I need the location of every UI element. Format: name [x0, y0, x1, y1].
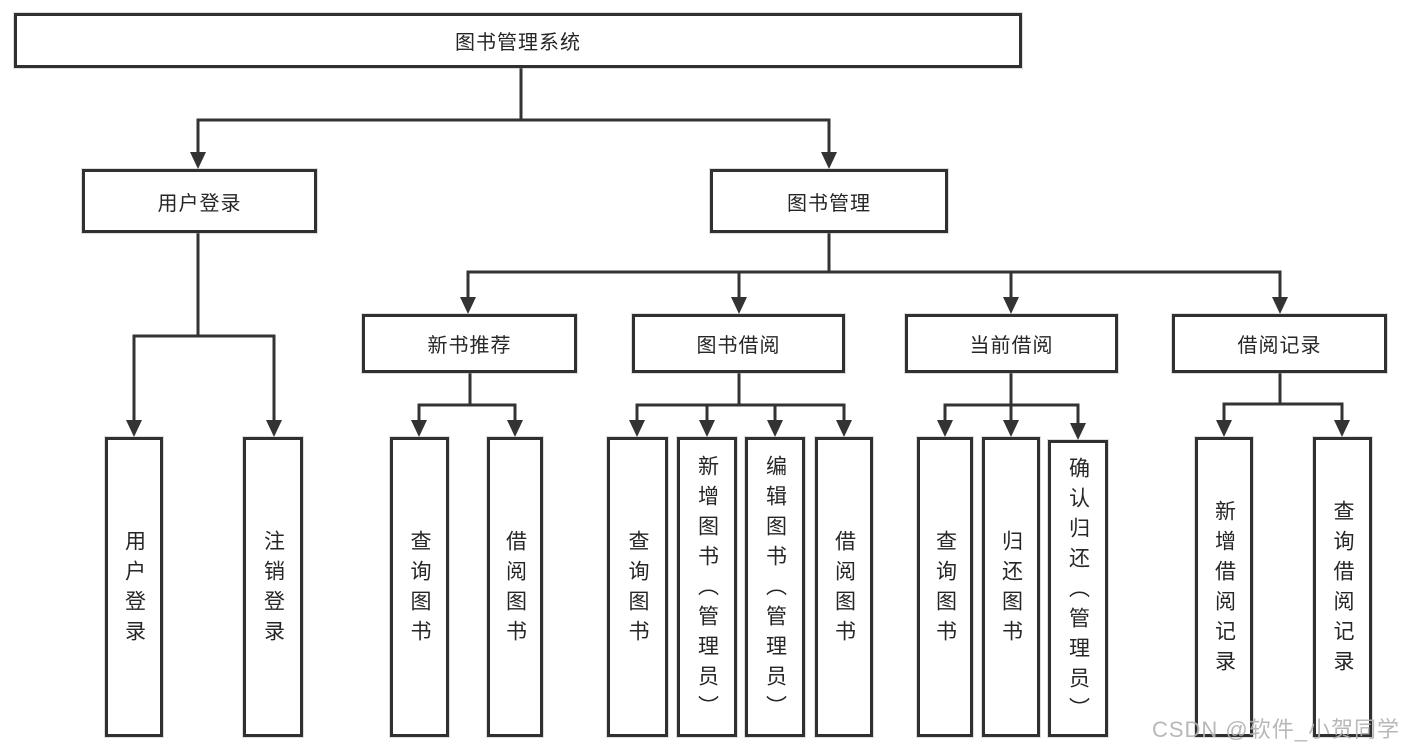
node-borrowing-records: 借阅记录 — [1172, 314, 1387, 373]
leaf-borrow-books: 借阅图书 — [487, 437, 543, 737]
connector-newbooks-to-leaves — [417, 373, 517, 424]
node-book-borrowing: 图书借阅 — [632, 314, 845, 373]
arrow-down-icon — [507, 420, 523, 437]
node-root-system: 图书管理系统 — [14, 13, 1022, 68]
watermark: CSDN @软件_小贺同学 — [1151, 717, 1400, 742]
arrow-down-icon — [1334, 420, 1350, 437]
arrow-down-icon — [126, 420, 142, 437]
leaf-add-borrow-record: 新增借阅记录 — [1195, 437, 1253, 737]
arrow-down-icon — [411, 420, 427, 437]
leaf-query-books: 查询图书 — [390, 437, 449, 737]
leaf-borrow-books: 借阅图书 — [815, 437, 873, 737]
node-new-book-recommend: 新书推荐 — [362, 314, 577, 373]
leaf-add-books-admin: 新增图书（管理员） — [677, 437, 737, 737]
connector-current-to-leaves — [943, 373, 1080, 427]
leaf-logout: 注销登录 — [243, 437, 303, 737]
node-book-management-branch: 图书管理 — [710, 169, 948, 233]
arrow-down-icon — [767, 420, 783, 437]
node-user-login-branch: 用户登录 — [82, 169, 317, 233]
leaf-query-books: 查询图书 — [917, 437, 973, 737]
leaf-user-login: 用户登录 — [105, 437, 163, 737]
connector-userlogin-to-leaves — [132, 233, 276, 424]
arrow-down-icon — [836, 420, 852, 437]
node-current-borrowing: 当前借阅 — [905, 314, 1118, 373]
arrow-down-icon — [1272, 297, 1288, 314]
arrow-down-icon — [1003, 420, 1019, 437]
arrow-down-icon — [1070, 423, 1086, 440]
arrow-down-icon — [1003, 297, 1019, 314]
arrow-down-icon — [731, 297, 747, 314]
connector-records-to-leaves — [1222, 373, 1344, 424]
leaf-query-books: 查询图书 — [607, 437, 668, 737]
connector-root-to-level2 — [196, 68, 831, 154]
arrow-down-icon — [1216, 420, 1232, 437]
leaf-return-books: 归还图书 — [982, 437, 1040, 737]
arrow-down-icon — [190, 152, 206, 169]
arrow-down-icon — [266, 420, 282, 437]
connector-borrowing-to-leaves — [635, 373, 846, 424]
connector-bookmgmt-to-level3 — [466, 233, 1282, 301]
arrow-down-icon — [699, 420, 715, 437]
arrow-down-icon — [460, 297, 476, 314]
arrow-down-icon — [629, 420, 645, 437]
arrow-down-icon — [821, 152, 837, 169]
leaf-query-borrow-record: 查询借阅记录 — [1313, 437, 1372, 737]
leaf-edit-books-admin: 编辑图书（管理员） — [745, 437, 805, 737]
arrow-down-icon — [937, 420, 953, 437]
leaf-confirm-return-admin: 确认归还（管理员） — [1048, 440, 1108, 737]
